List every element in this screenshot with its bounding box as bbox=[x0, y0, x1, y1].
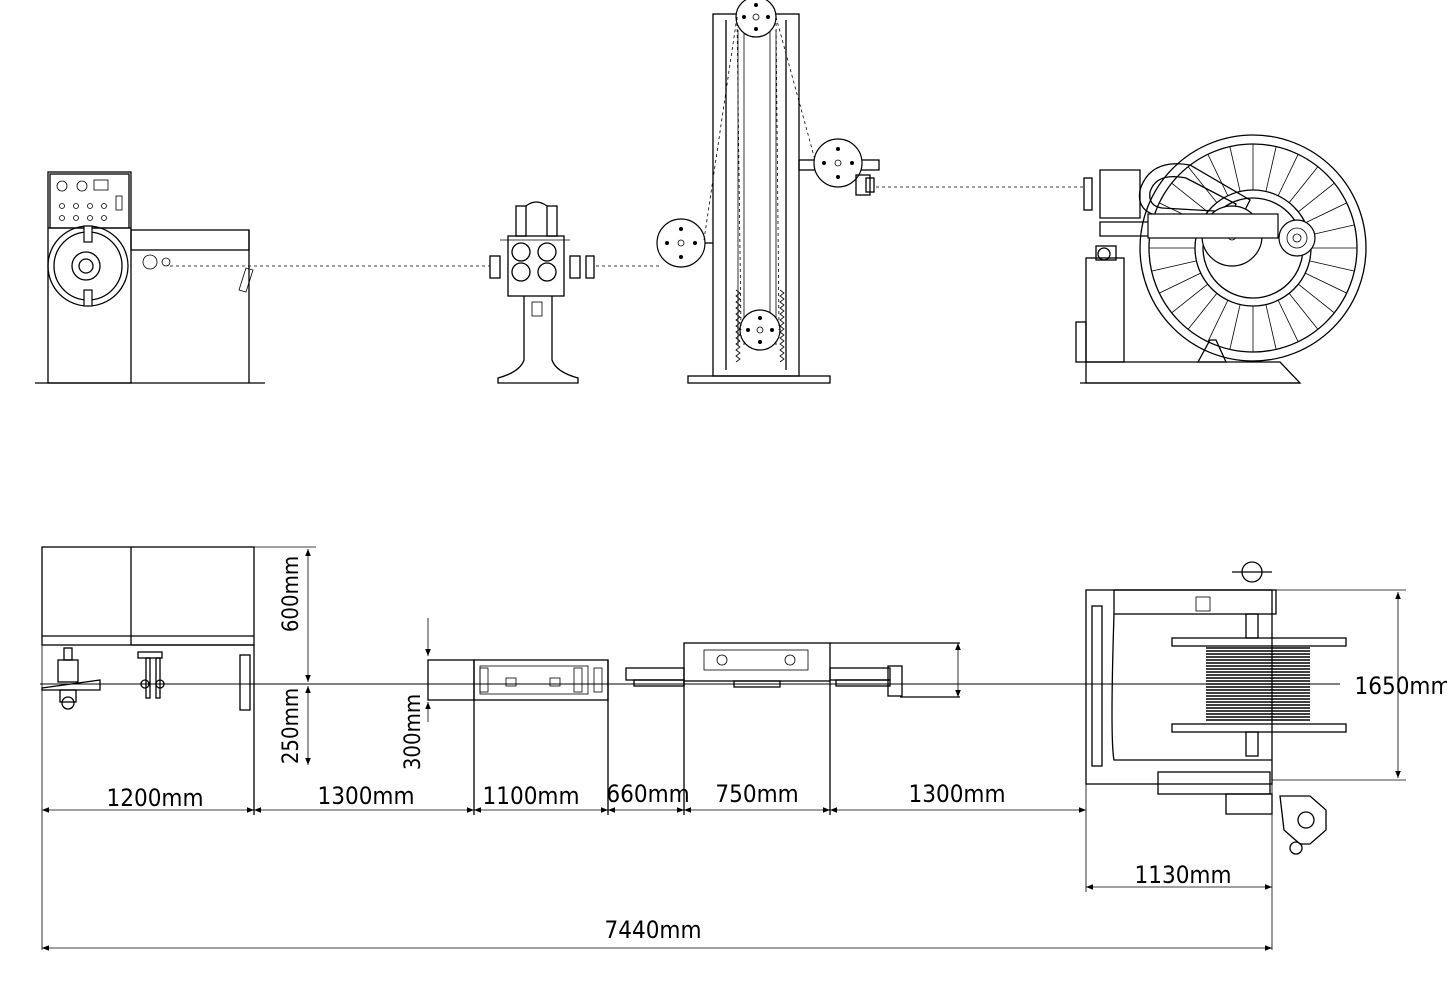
dim-straightener-length: 1100mm bbox=[482, 782, 579, 810]
dim-total-length: 7440mm bbox=[604, 916, 701, 944]
payoff-unit bbox=[47, 171, 254, 384]
vertical-dimensions bbox=[254, 546, 1406, 781]
dim-payoff-upper-height: 600mm bbox=[279, 556, 304, 632]
horizontal-dimension-chain bbox=[42, 807, 1272, 951]
dim-gap-takeup: 1300mm bbox=[908, 780, 1005, 808]
dim-takeup-length: 1130mm bbox=[1134, 861, 1231, 889]
accumulator-plan bbox=[625, 642, 960, 815]
takeup-spooler bbox=[1075, 134, 1367, 384]
dim-gap-payoff-straightener: 1300mm bbox=[317, 782, 414, 810]
dim-takeup-height: 1650mm bbox=[1354, 672, 1447, 700]
straightener-plan bbox=[427, 659, 609, 815]
dim-accumulator-width: 750mm bbox=[715, 780, 798, 808]
dim-gap-accumulator: 660mm bbox=[606, 780, 689, 808]
elevation-view bbox=[35, 0, 1367, 384]
accumulator-tower bbox=[656, 0, 880, 384]
payoff-plan bbox=[41, 546, 255, 950]
dim-payoff-length: 1200mm bbox=[106, 784, 203, 812]
takeup-plan bbox=[1085, 561, 1347, 950]
plan-view: 1200mm 1300mm 1100mm 660mm 750mm 1300mm … bbox=[40, 546, 1447, 951]
straightener-unit bbox=[489, 201, 595, 384]
dim-straightener-height: 300mm bbox=[401, 694, 426, 770]
dim-payoff-lower-height: 250mm bbox=[279, 688, 304, 764]
